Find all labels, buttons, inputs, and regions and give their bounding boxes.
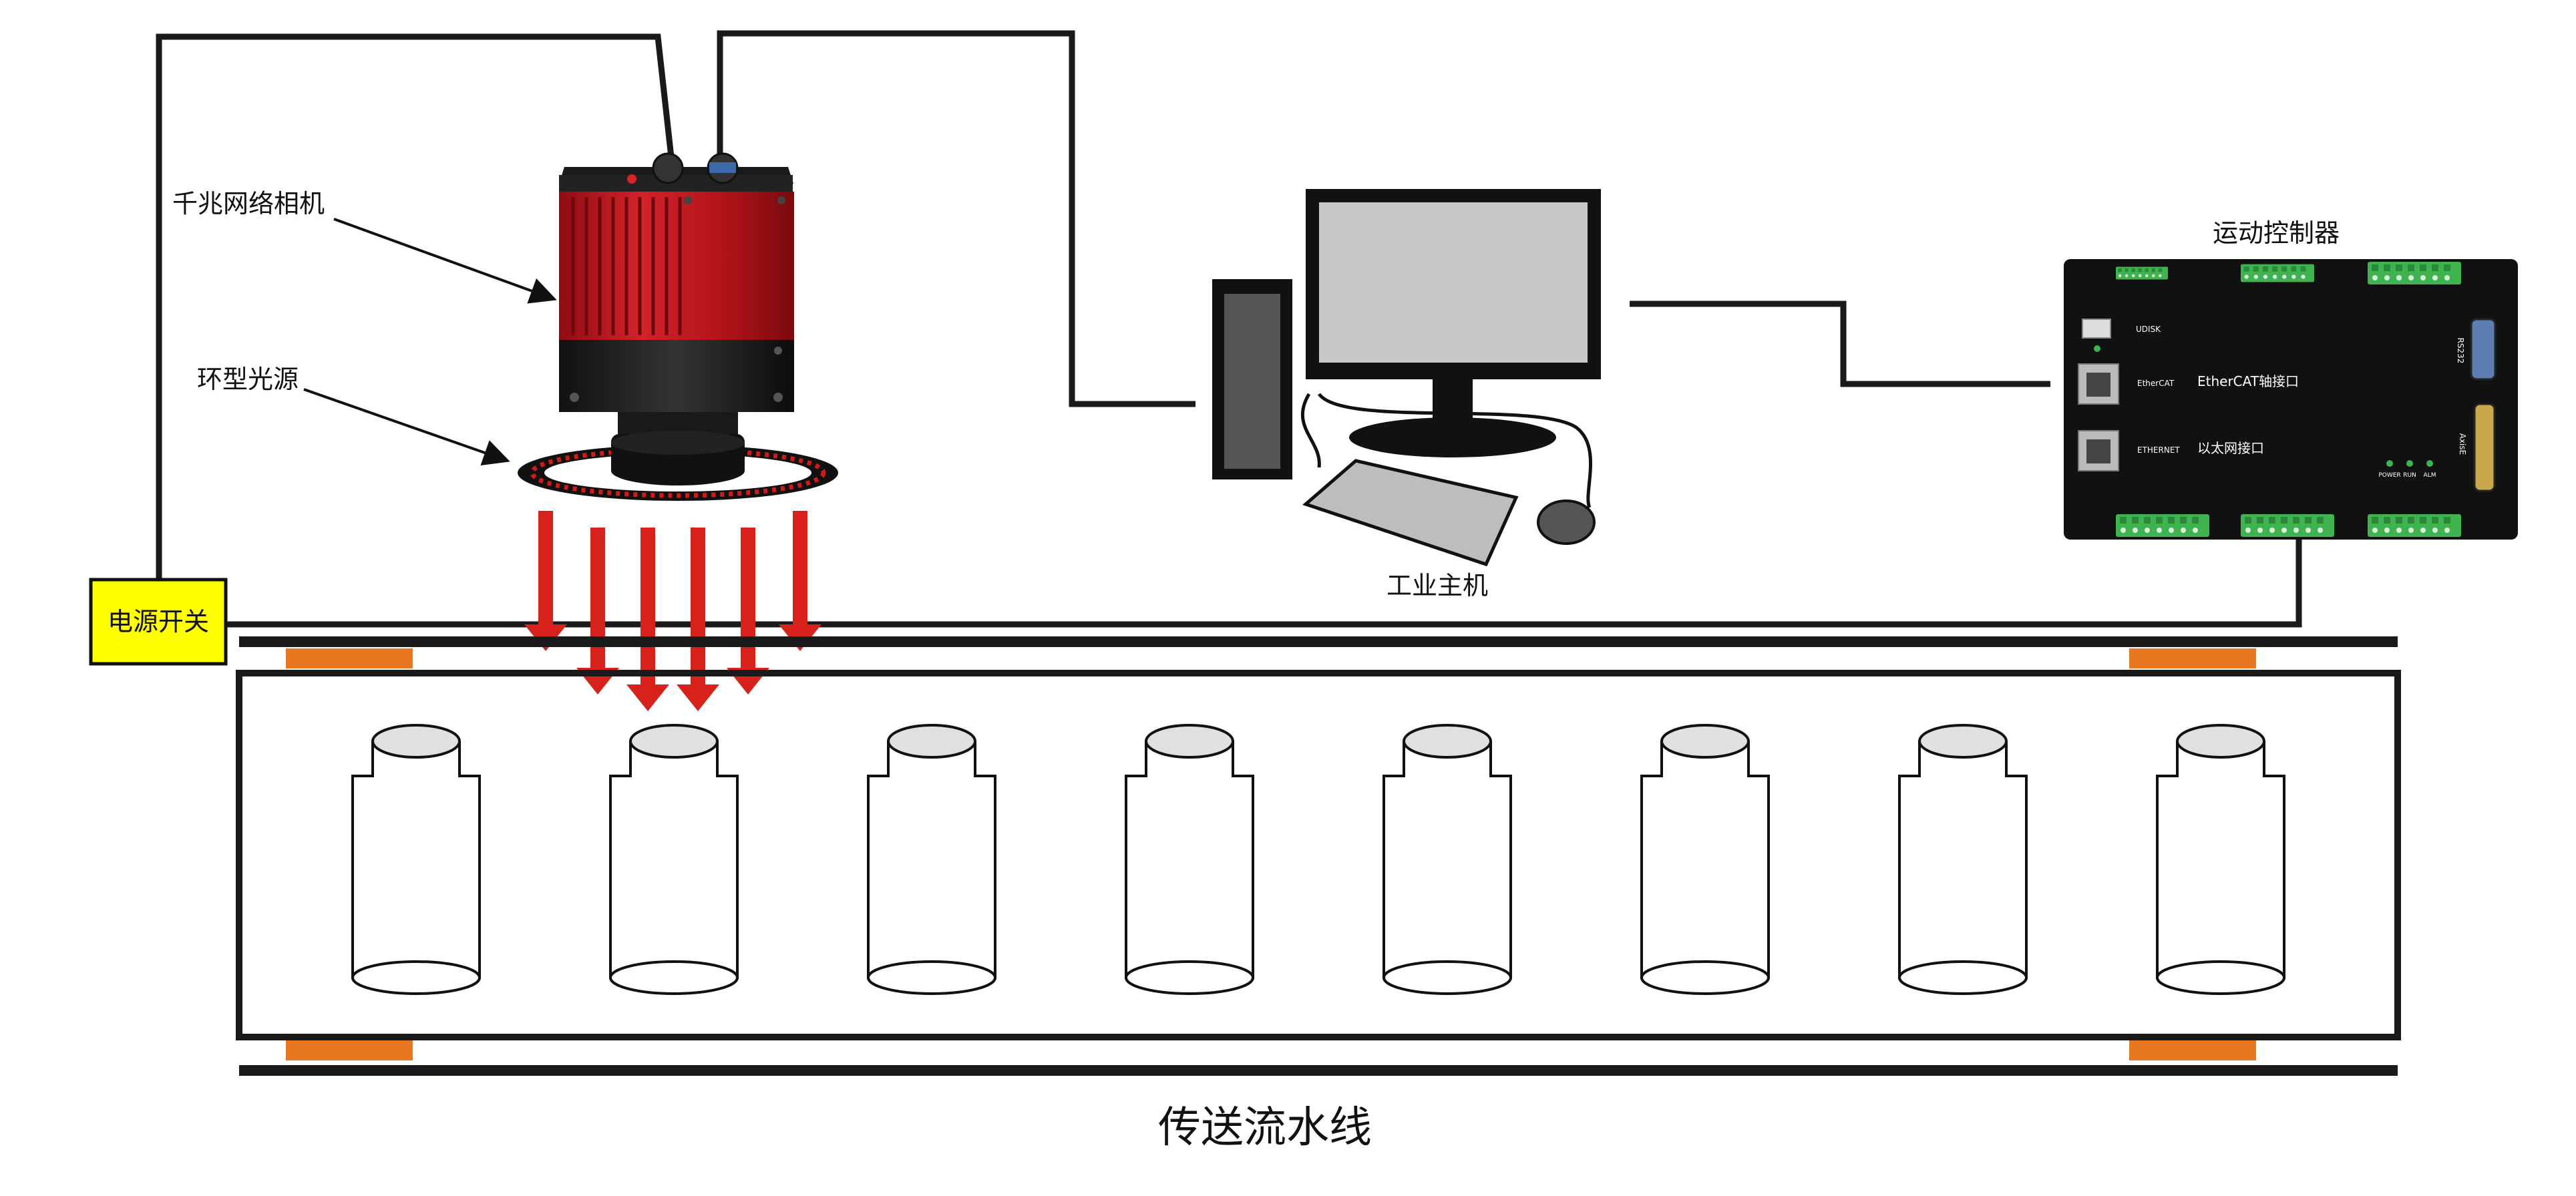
roller-top-left [286, 648, 413, 668]
industrial-pc: 工业主机 [1212, 189, 1601, 600]
bottle [867, 724, 996, 995]
power-cable-to-camera [156, 33, 675, 624]
led-label-power: POWER [2378, 472, 2400, 479]
light-source-pointer [303, 388, 510, 465]
roller-bottom-left [286, 1040, 413, 1060]
industrial-pc-label: 工业主机 [1387, 571, 1488, 600]
motion-controller: 运动控制器 UDISK EtherCAT EtherCAT轴接口 ETHERNE… [2064, 218, 2518, 540]
power-line-to-controller [226, 540, 2302, 628]
roller-bottom-right [2129, 1040, 2256, 1060]
keyboard [1302, 459, 1519, 567]
motion-controller-label: 运动控制器 [2213, 218, 2340, 248]
network-cable-pc-to-controller [1630, 301, 2050, 387]
conveyor-label: 传送流水线 [1158, 1103, 1372, 1153]
power-switch: 电源开关 [89, 578, 228, 666]
light-arrow [677, 528, 719, 711]
bottle [609, 724, 739, 995]
bottle [1125, 724, 1254, 995]
monitor-screen [1319, 202, 1588, 363]
light-source-label: 环型光源 [197, 365, 299, 394]
network-cable-camera-to-pc [717, 30, 1195, 407]
ethercat-small-label: EtherCAT [2137, 379, 2175, 388]
bottle [351, 724, 481, 995]
bottle [1640, 724, 1770, 995]
ethernet-small-label: ETHERNET [2137, 445, 2180, 455]
mouse [1537, 500, 1596, 545]
bottle [2156, 724, 2285, 995]
heat-fins [571, 197, 682, 335]
light-arrow [576, 528, 619, 694]
rs232-label: RS232 [2456, 338, 2465, 364]
rs232-connector [2470, 318, 2497, 381]
axis-label: AxisE [2458, 433, 2467, 455]
illumination-arrows [524, 511, 821, 711]
camera-pointer [333, 218, 557, 304]
bottle [1383, 724, 1512, 995]
udisk-label: UDISK [2136, 325, 2161, 334]
status-leds: POWER RUN ALM [2378, 460, 2436, 479]
ring-light [518, 431, 838, 501]
led-label-run: RUN [2403, 472, 2416, 479]
cables [156, 30, 2302, 628]
udisk-port [2082, 319, 2111, 339]
bottom-rail [239, 1065, 2398, 1076]
top-rail [239, 636, 2398, 647]
axis-connector [2473, 403, 2496, 492]
power-switch-label: 电源开关 [108, 607, 209, 636]
camera-label: 千兆网络相机 [172, 189, 325, 218]
light-arrow [727, 528, 769, 694]
bottle-row [351, 724, 2285, 995]
bottle [1898, 724, 2028, 995]
light-arrow [626, 528, 669, 711]
roller-top-right [2129, 648, 2256, 668]
belt [236, 670, 2401, 1040]
ethercat-port-label: EtherCAT轴接口 [2197, 373, 2299, 389]
conveyor: 传送流水线 [236, 636, 2401, 1153]
light-arrow [779, 511, 821, 651]
ethernet-port-label: 以太网接口 [2197, 440, 2264, 456]
light-arrow [524, 511, 567, 651]
led-label-alm: ALM [2424, 472, 2436, 479]
